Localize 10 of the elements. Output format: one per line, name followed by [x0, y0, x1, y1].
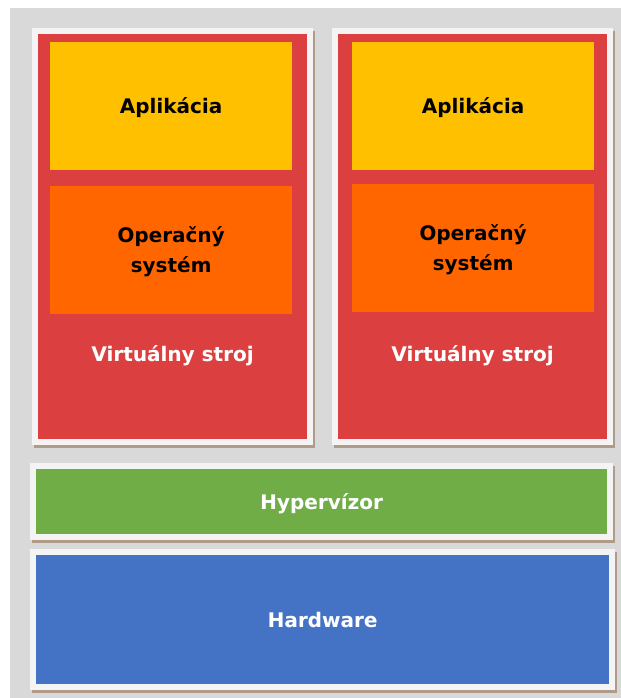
- operating-system-box: Operačný systém: [50, 186, 292, 314]
- application-box: Aplikácia: [352, 42, 594, 170]
- layer-label: Virtuálny stroj: [90, 341, 255, 368]
- operating-system-box: Operačný systém: [352, 184, 594, 312]
- application-box: Aplikácia: [50, 42, 292, 170]
- hypervisor-layer: Hypervízor: [30, 463, 613, 540]
- virtual-machine-box: [32, 28, 313, 445]
- hardware-layer: Hardware: [30, 549, 615, 690]
- virtual-machine-box: [332, 28, 613, 445]
- layer-label: Virtuálny stroj: [390, 341, 555, 368]
